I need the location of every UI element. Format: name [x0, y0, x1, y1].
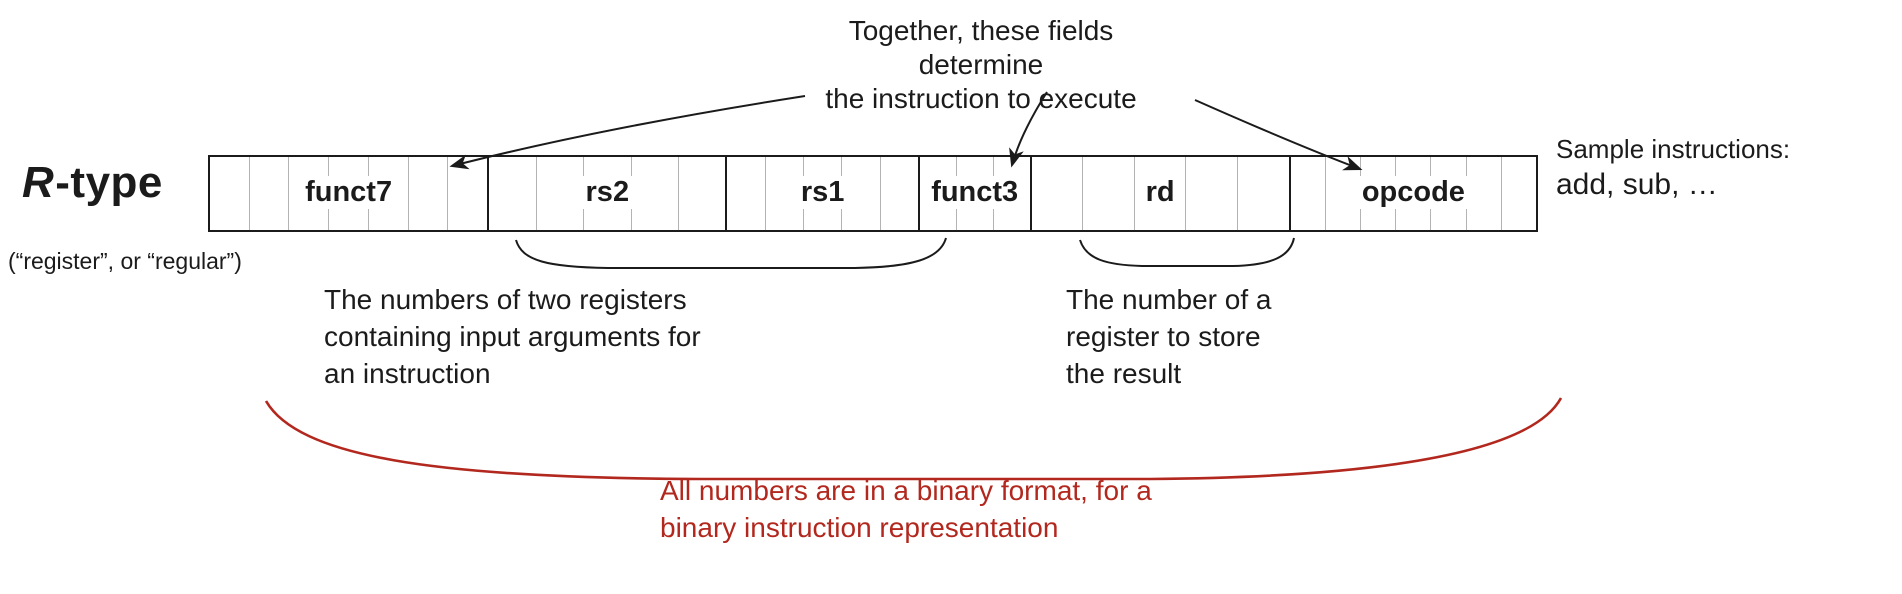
bit-cell: [288, 157, 328, 230]
fields-determine-note-line2: the instruction to execute: [825, 83, 1137, 114]
bit-cell: [210, 157, 249, 230]
dest-register-note-line3: the result: [1066, 358, 1182, 389]
field-funct7: funct7: [210, 157, 487, 230]
bit-cell: [1082, 157, 1134, 230]
dest-register-note: The number of a register to store the re…: [1066, 281, 1271, 392]
brace-rs2-rs1: [515, 237, 947, 269]
source-registers-note-line3: an instruction: [324, 358, 491, 389]
binary-format-note-line2: binary instruction representation: [660, 512, 1059, 543]
bit-cell: [407, 157, 448, 230]
bit-cell: [248, 157, 289, 230]
bit-cell: [1133, 157, 1186, 230]
format-name-suffix: -type: [55, 158, 163, 207]
field-label-funct3: funct3: [928, 175, 1022, 209]
source-registers-note: The numbers of two registers containing …: [324, 281, 701, 392]
field-funct3: funct3: [917, 157, 1030, 230]
fields-determine-note: Together, these fields determine the ins…: [788, 14, 1174, 116]
red-brace-all-fields: [264, 397, 1563, 481]
bit-cell: [1032, 157, 1083, 230]
brace-rd: [1079, 237, 1295, 267]
dest-register-note-line2: register to store: [1066, 321, 1261, 352]
format-name: R-type: [22, 158, 163, 208]
field-opcode: opcode: [1288, 157, 1536, 230]
bit-cell: [1500, 157, 1536, 230]
sample-instructions-title: Sample instructions:: [1556, 134, 1791, 164]
field-rs1: rs1: [725, 157, 917, 230]
binary-format-note: All numbers are in a binary format, for …: [660, 472, 1152, 546]
format-box: funct7 rs2 rs1 funct3 rd opcode: [208, 155, 1538, 232]
bit-cell: [535, 157, 583, 230]
bit-cell: [1465, 157, 1501, 230]
source-registers-note-line2: containing input arguments for: [324, 321, 701, 352]
format-name-prefix: R: [22, 158, 55, 207]
sample-instructions: Sample instructions: add, sub, …: [1556, 132, 1790, 204]
format-name-note: (“register”, or “regular”): [8, 248, 242, 274]
binary-format-note-line1: All numbers are in a binary format, for …: [660, 475, 1152, 506]
field-label-opcode: opcode: [1358, 175, 1468, 209]
bit-cell: [630, 157, 678, 230]
field-label-rs1: rs1: [797, 175, 848, 209]
bit-cell: [1291, 157, 1325, 230]
field-rd: rd: [1029, 157, 1289, 230]
bit-cell: [1185, 157, 1237, 230]
field-label-funct7: funct7: [302, 175, 396, 209]
field-label-rd: rd: [1142, 175, 1178, 209]
bit-cell: [727, 157, 764, 230]
source-registers-note-line1: The numbers of two registers: [324, 284, 687, 315]
bit-cell: [764, 157, 803, 230]
sample-instructions-items: add, sub, …: [1556, 168, 1718, 201]
bit-cell: [677, 157, 725, 230]
bit-cell: [489, 157, 535, 230]
field-rs2: rs2: [487, 157, 725, 230]
bit-cell: [447, 157, 487, 230]
field-label-rs2: rs2: [582, 175, 633, 209]
bit-cell: [1237, 157, 1289, 230]
dest-register-note-line1: The number of a: [1066, 284, 1272, 315]
bit-cell: [879, 157, 918, 230]
bit-cell: [1324, 157, 1360, 230]
fields-determine-note-line1: Together, these fields determine: [848, 15, 1114, 80]
